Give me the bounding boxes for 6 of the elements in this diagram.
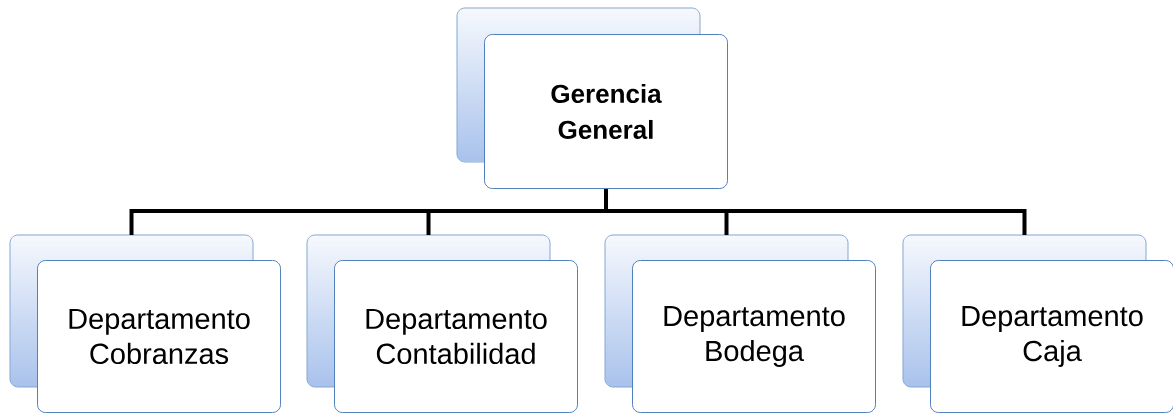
connector-line <box>604 189 1027 235</box>
card-stack: Departamento Caja <box>902 234 1173 413</box>
card-stack: Gerencia General <box>456 7 728 189</box>
card-stack: Departamento Contabilidad <box>306 234 578 413</box>
card-stack: Departamento Cobranzas <box>9 234 281 413</box>
card-stack: Departamento Bodega <box>604 234 876 413</box>
